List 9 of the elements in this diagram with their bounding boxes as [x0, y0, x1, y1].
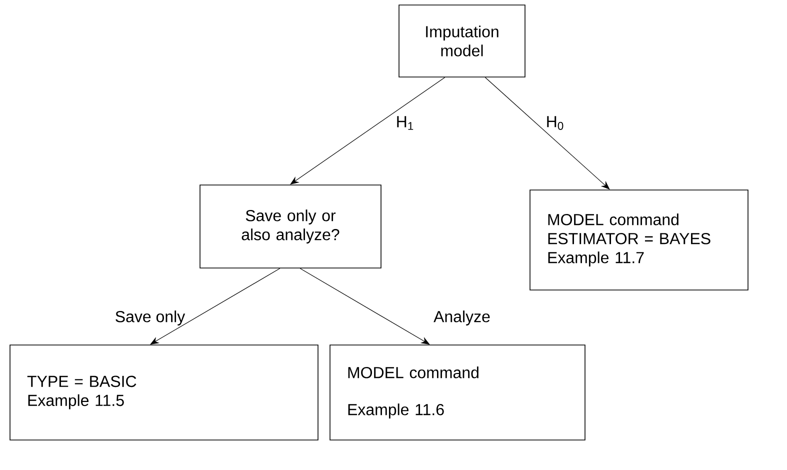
- edge-label: Analyze: [434, 310, 490, 326]
- process-box: MODEL command Example 11.6: [330, 344, 586, 440]
- process-box: TYPE = BASIC Example 11.5: [10, 344, 318, 440]
- process-box: Imputation model: [398, 4, 526, 78]
- process-box: Save only or also analyze?: [200, 184, 382, 268]
- edge-label: H$_{1}$: [397, 116, 414, 130]
- edge-label: H$_{0}$: [547, 116, 564, 130]
- edge-label: Save only: [116, 310, 186, 326]
- process-box: MODEL command ESTIMATOR = BAYES Example 11.7: [530, 190, 748, 290]
